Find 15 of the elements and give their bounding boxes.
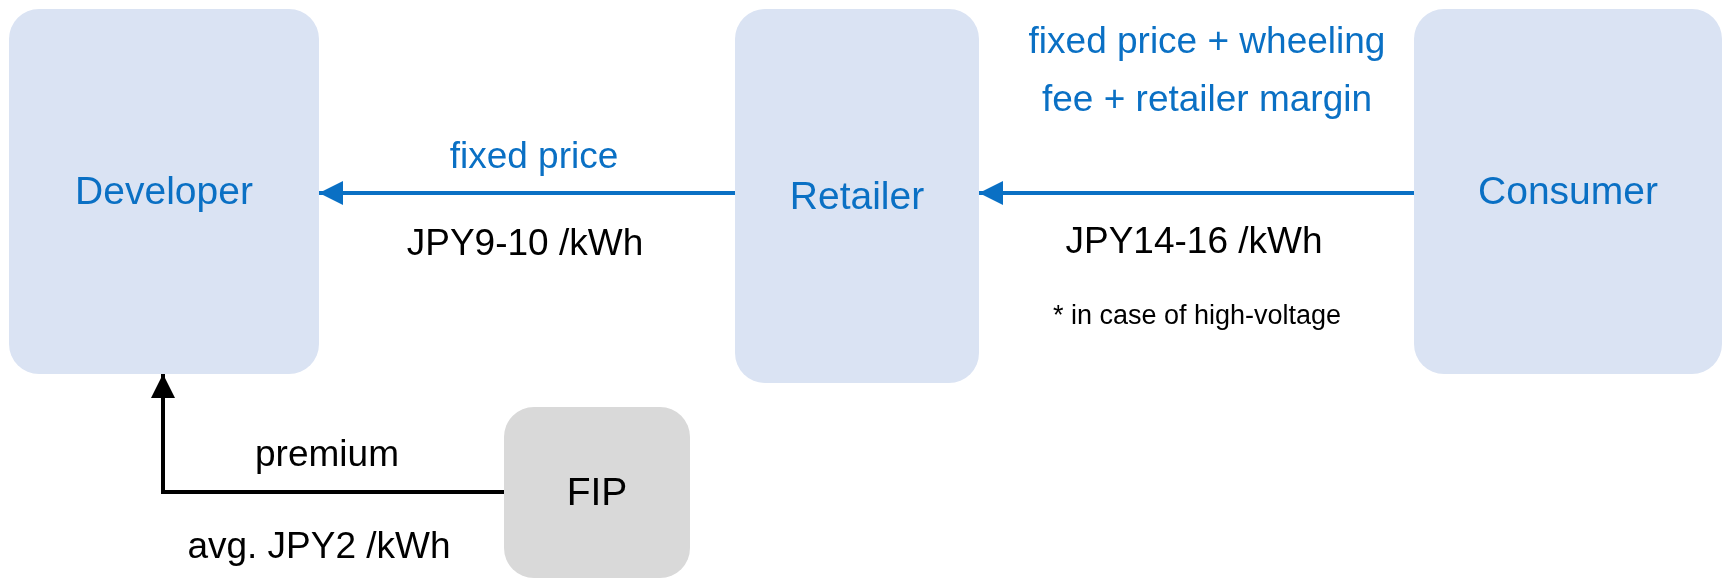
rounded-box — [735, 9, 979, 383]
price-note: * in case of high-voltage — [1052, 300, 1342, 331]
arrow — [979, 181, 1414, 205]
arrow — [319, 181, 735, 205]
node-label: Consumer — [1478, 169, 1658, 214]
arrow — [151, 374, 504, 494]
rounded-box — [1414, 9, 1722, 374]
node-label: Retailer — [789, 173, 925, 219]
rounded-box — [9, 9, 319, 374]
price-note: JPY9-10 /kWh — [406, 222, 644, 264]
node-label: FIP — [566, 470, 628, 515]
price-note: avg. JPY2 /kWh — [187, 525, 451, 567]
price-note: JPY14-16 /kWh — [1065, 220, 1323, 262]
node-label: Developer — [75, 169, 253, 214]
rounded-box — [504, 407, 690, 578]
